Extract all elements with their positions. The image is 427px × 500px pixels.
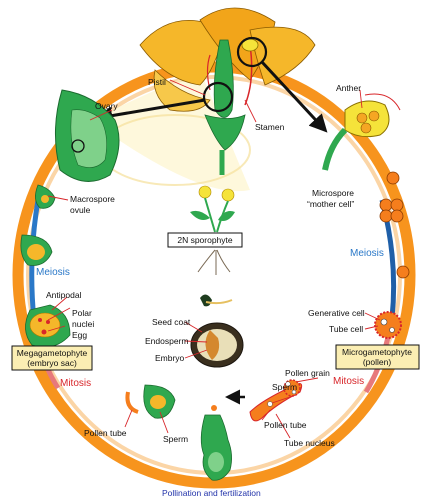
label-mitosis-right: Mitosis	[333, 376, 364, 387]
fertilized-pistil	[200, 405, 232, 481]
label-generative-cell: Generative cell	[308, 308, 365, 318]
label-macrospore-2: ovule	[70, 205, 91, 215]
microgametophyte-box	[335, 344, 420, 370]
label-polar-1: Polar	[72, 308, 92, 318]
label-mega-1: Megagametophyte	[17, 348, 88, 358]
label-mega-2: (embryo sac)	[27, 358, 77, 368]
sporophyte-plant	[190, 185, 235, 275]
seed-illustration	[190, 322, 244, 368]
pollen-tube-right	[249, 379, 303, 422]
megaspore-series	[20, 184, 71, 348]
megagametophyte-box	[11, 345, 93, 371]
label-egg: Egg	[72, 330, 87, 340]
sporophyte-box	[167, 232, 243, 248]
label-pistil: Pistil	[148, 77, 166, 87]
label-mitosis-left: Mitosis	[60, 378, 91, 389]
leader-lines	[47, 79, 381, 439]
label-antipodal: Antipodal	[46, 290, 82, 300]
label-sperm-left: Sperm	[163, 434, 188, 444]
label-pollen-tube-right: Pollen tube	[264, 420, 307, 430]
label-stamen: Stamen	[255, 122, 285, 132]
arrow-to-anther	[260, 60, 328, 133]
label-micro-1: Microgametophyte	[342, 347, 412, 357]
label-ovary: Ovary	[95, 101, 118, 111]
label-pollen-grain: Pollen grain	[285, 368, 330, 378]
label-tube-cell: Tube cell	[329, 324, 363, 334]
arrow-to-ovary	[94, 98, 206, 125]
label-sperm-right: Sperm	[272, 382, 297, 392]
label-footer: Pollination and fertilization	[162, 488, 261, 498]
label-polar-2: nuclei	[72, 319, 94, 329]
ovary-illustration	[55, 89, 120, 182]
seedling-illustration	[200, 294, 233, 307]
microspore-cells	[374, 171, 410, 339]
label-sporophyte: 2N sporophyte	[177, 235, 233, 245]
label-microspore-2: “mother cell”	[307, 199, 354, 209]
anther-illustration	[322, 93, 401, 171]
label-seed-coat: Seed coat	[152, 317, 191, 327]
label-micro-2: (pollen)	[363, 357, 392, 367]
label-anther: Anther	[336, 83, 361, 93]
label-tube-nucleus: Tube nucleus	[284, 438, 335, 448]
label-embryo: Embryo	[155, 353, 185, 363]
label-macrospore-1: Macrospore	[70, 194, 115, 204]
label-microspore-1: Microspore	[312, 188, 354, 198]
flower-illustration	[139, 7, 316, 175]
label-pollen-tube-left: Pollen tube	[84, 428, 127, 438]
label-endosperm: Endosperm	[145, 336, 188, 346]
label-meiosis-left: Meiosis	[36, 267, 70, 278]
label-meiosis-right: Meiosis	[350, 248, 384, 259]
pollen-tube-left	[125, 384, 176, 419]
